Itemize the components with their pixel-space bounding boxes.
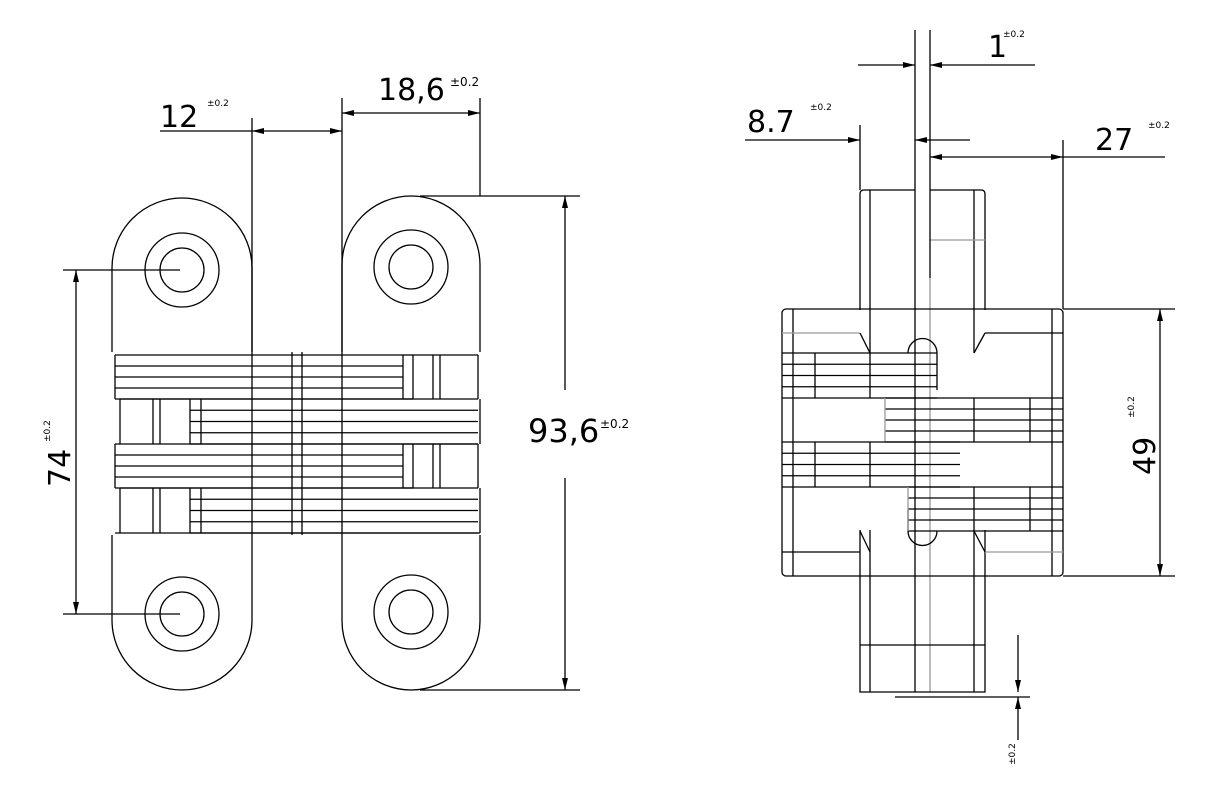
hinge-body-front — [114, 352, 481, 535]
dimension-1: 1 ±0.2 — [858, 30, 1035, 68]
front-view: 12 ±0.2 18,6 ±0.2 93,6 ±0.2 74 ±0.2 — [43, 73, 629, 691]
body-line — [859, 332, 871, 354]
dim-93-6-value: 93,6 — [528, 412, 599, 450]
dimension-18-6: 18,6 ±0.2 — [342, 73, 481, 196]
dim-12-value: 12 — [160, 100, 198, 135]
dimension-bottom-tolerance: ±0.2 — [895, 635, 1030, 765]
right-leaf-bottom — [341, 535, 481, 691]
dim-bottom-tolerance: ±0.2 — [1008, 743, 1018, 765]
screw-hole-bottom-right — [373, 574, 449, 650]
dimension-27: 27 ±0.2 — [930, 121, 1170, 309]
dim-93-6-tolerance: ±0.2 — [600, 417, 629, 431]
body-line — [973, 332, 986, 354]
dimension-49: 49 ±0.2 — [1063, 308, 1175, 577]
pin-top-cap — [907, 337, 938, 390]
dim-49-value: 49 — [1128, 437, 1163, 475]
body-line — [859, 530, 871, 553]
dim-8-7-tolerance: ±0.2 — [810, 103, 832, 113]
dimension-8-7: 8.7 ±0.2 — [745, 103, 970, 190]
body-line — [973, 530, 986, 553]
dim-27-value: 27 — [1095, 123, 1133, 158]
side-leaf-right — [930, 189, 986, 310]
dim-74-tolerance: ±0.2 — [43, 420, 53, 442]
dim-12-tolerance: ±0.2 — [207, 99, 229, 109]
side-view: 1 ±0.2 8.7 ±0.2 27 ±0.2 49 ±0.2 — [745, 30, 1175, 765]
left-leaf-top — [111, 197, 253, 352]
dimension-74: 74 ±0.2 — [43, 269, 180, 615]
dim-18-6-value: 18,6 — [378, 73, 445, 108]
dim-74-value: 74 — [43, 449, 78, 487]
side-leaf-left — [859, 189, 915, 310]
left-leaf-bottom — [111, 535, 253, 691]
screw-hole-top-right — [373, 229, 449, 305]
dim-27-tolerance: ±0.2 — [1148, 121, 1170, 131]
pin-bottom-cap — [907, 510, 938, 547]
dimension-12: 12 ±0.2 — [160, 98, 343, 352]
dimension-93-6: 93,6 ±0.2 — [420, 195, 629, 691]
dim-1-tolerance: ±0.2 — [1003, 30, 1025, 40]
dim-8-7-value: 8.7 — [747, 105, 795, 140]
hinge-body-side — [782, 332, 1063, 553]
dim-18-6-tolerance: ±0.2 — [450, 75, 479, 89]
right-leaf-top — [341, 195, 481, 352]
dim-1-value: 1 — [988, 30, 1007, 65]
dim-49-tolerance: ±0.2 — [1127, 396, 1137, 418]
